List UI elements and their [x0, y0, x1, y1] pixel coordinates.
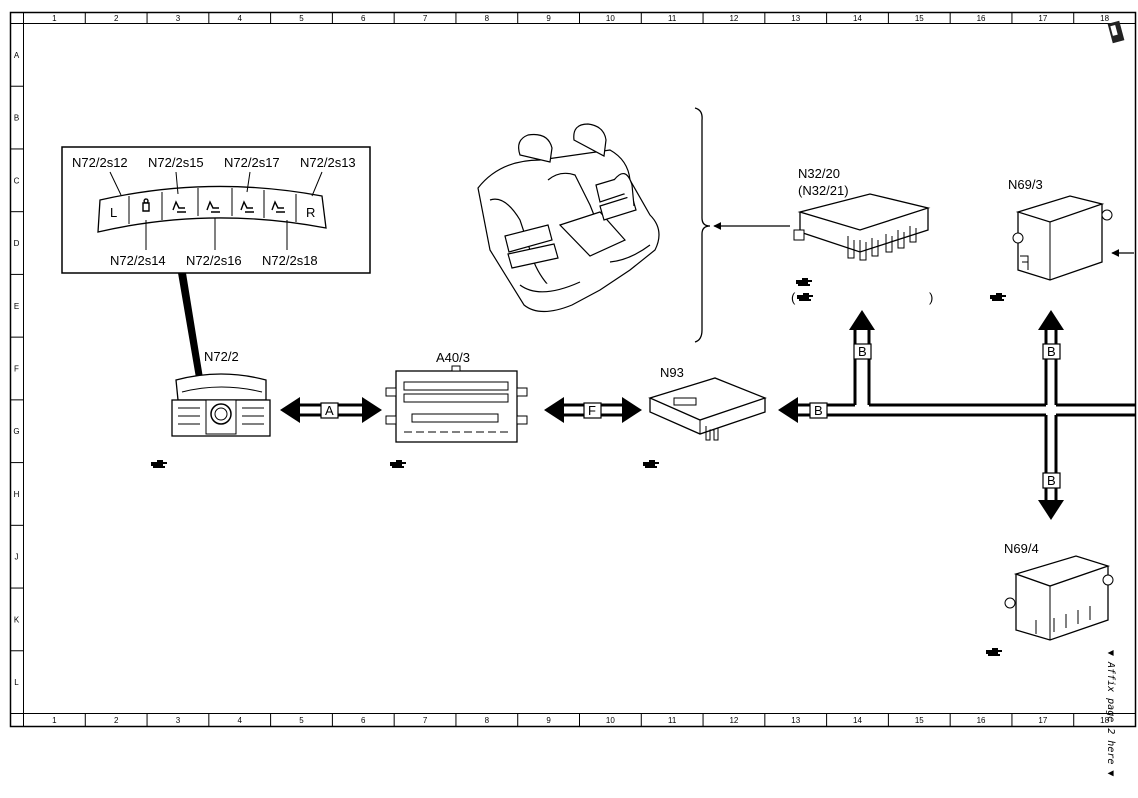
ref-paren-open: (: [791, 290, 796, 305]
connection-label-b-n93: B: [814, 403, 823, 418]
grid-col-label: 18: [1100, 716, 1109, 725]
connection-label-b-n69-3: B: [1047, 344, 1056, 359]
grid-col-label: 8: [485, 716, 490, 725]
label-n93: N93: [660, 365, 684, 380]
grid-col-label: 18: [1100, 14, 1109, 23]
component-n32-20: N32/20 (N32/21): [793, 166, 931, 261]
grid-col-label: 3: [176, 14, 181, 23]
component-n69-4: N69/4: [1004, 541, 1114, 641]
label-n72-2s15: N72/2s15: [148, 155, 204, 170]
grid-col-label: 16: [977, 716, 986, 725]
grid-col-label: 12: [729, 14, 738, 23]
component-n69-3: N69/3: [1008, 177, 1113, 281]
seat-symbol-icon: [142, 198, 285, 213]
grid-col-label: 17: [1038, 716, 1047, 725]
switch-key-left: L: [110, 205, 117, 220]
reference-hand-icon: [797, 293, 813, 301]
connection-label-b-n32: B: [858, 344, 867, 359]
component-n72-2: N72/2: [171, 349, 271, 437]
rear-seat-illustration: [477, 123, 660, 313]
grid-col-label: 12: [729, 716, 738, 725]
grid-col-label: 10: [606, 716, 615, 725]
reference-hand-icon: [990, 293, 1006, 301]
grid-row-label: D: [14, 239, 20, 248]
connection-label-b-n69-4: B: [1047, 473, 1056, 488]
label-n32-21: (N32/21): [798, 183, 849, 198]
grid-col-label: 9: [546, 716, 551, 725]
label-a40-3: A40/3: [436, 350, 470, 365]
grid-col-label: 6: [361, 14, 366, 23]
grid-row-label: K: [14, 615, 20, 624]
reference-hand-icon: [796, 278, 812, 286]
grid-col-label: 17: [1038, 14, 1047, 23]
label-n72-2s16: N72/2s16: [186, 253, 242, 268]
grid-col-label: 4: [237, 14, 242, 23]
grid-row-label: F: [14, 365, 19, 374]
grid-col-label: 7: [423, 716, 428, 725]
component-n93: N93: [648, 365, 767, 441]
ref-paren-close: ): [929, 290, 933, 305]
grid-col-label: 15: [915, 14, 924, 23]
label-n72-2s17: N72/2s17: [224, 155, 280, 170]
grid-col-label: 14: [853, 716, 862, 725]
grid-row-label: L: [14, 678, 19, 687]
grid-row-label: C: [14, 176, 20, 185]
grid-col-label: 15: [915, 716, 924, 725]
grid-col-label: 13: [791, 716, 800, 725]
grid-col-label: 11: [668, 14, 677, 23]
label-n72-2s13: N72/2s13: [300, 155, 356, 170]
grid-col-label: 2: [114, 716, 119, 725]
grid-row-label: G: [13, 427, 19, 436]
connection-label-a: A: [325, 403, 334, 418]
connection-f: F: [544, 397, 642, 423]
grid-col-label: 9: [546, 14, 551, 23]
grid-col-label: 10: [606, 14, 615, 23]
grid-col-label: 1: [52, 14, 57, 23]
affix-note: ▼ Affix page 2 here ▼: [1105, 650, 1116, 776]
label-n72-2s12: N72/2s12: [72, 155, 128, 170]
reference-icons: [151, 278, 1006, 656]
grid-col-label: 4: [237, 716, 242, 725]
reference-hand-icon: [390, 460, 406, 468]
grid-col-label: 5: [299, 14, 304, 23]
grid-col-label: 11: [668, 716, 677, 725]
reference-hand-icon: [151, 460, 167, 468]
grid-col-label: 13: [791, 14, 800, 23]
label-n72-2s18: N72/2s18: [262, 253, 318, 268]
grid-col-label: 1: [52, 716, 57, 725]
grid-col-label: 16: [977, 14, 986, 23]
reference-hand-icon: [986, 648, 1002, 656]
grid-row-label: H: [14, 490, 20, 499]
connection-a: A: [280, 397, 382, 423]
grid-col-label: 14: [853, 14, 862, 23]
corner-tool-icon: [1107, 20, 1125, 44]
grid-row-label: J: [15, 553, 19, 562]
grid-col-label: 8: [485, 14, 490, 23]
reference-hand-icon: [643, 460, 659, 468]
grid-row-label: B: [14, 114, 19, 123]
label-n69-3: N69/3: [1008, 177, 1043, 192]
grid-col-label: 2: [114, 14, 119, 23]
grid-col-label: 5: [299, 716, 304, 725]
grid-col-label: 6: [361, 716, 366, 725]
label-n72-2s14: N72/2s14: [110, 253, 166, 268]
seat-brace: [694, 107, 711, 343]
grid-row-label: A: [14, 51, 20, 60]
label-n32-20: N32/20: [798, 166, 840, 181]
can-bus-b: B B B B: [778, 310, 1135, 520]
callout-pointer: [178, 273, 203, 378]
component-a40-3: A40/3: [385, 350, 528, 443]
label-n72-2: N72/2: [204, 349, 239, 364]
switch-panel-callout: L R N72/2s12 N72/2s15 N72/2s17 N72/2s13 …: [61, 146, 371, 274]
connection-label-f: F: [588, 403, 596, 418]
switch-key-right: R: [306, 205, 315, 220]
label-n69-4: N69/4: [1004, 541, 1039, 556]
grid-col-label: 7: [423, 14, 428, 23]
grid-col-label: 3: [176, 716, 181, 725]
grid-row-label: E: [14, 302, 19, 311]
